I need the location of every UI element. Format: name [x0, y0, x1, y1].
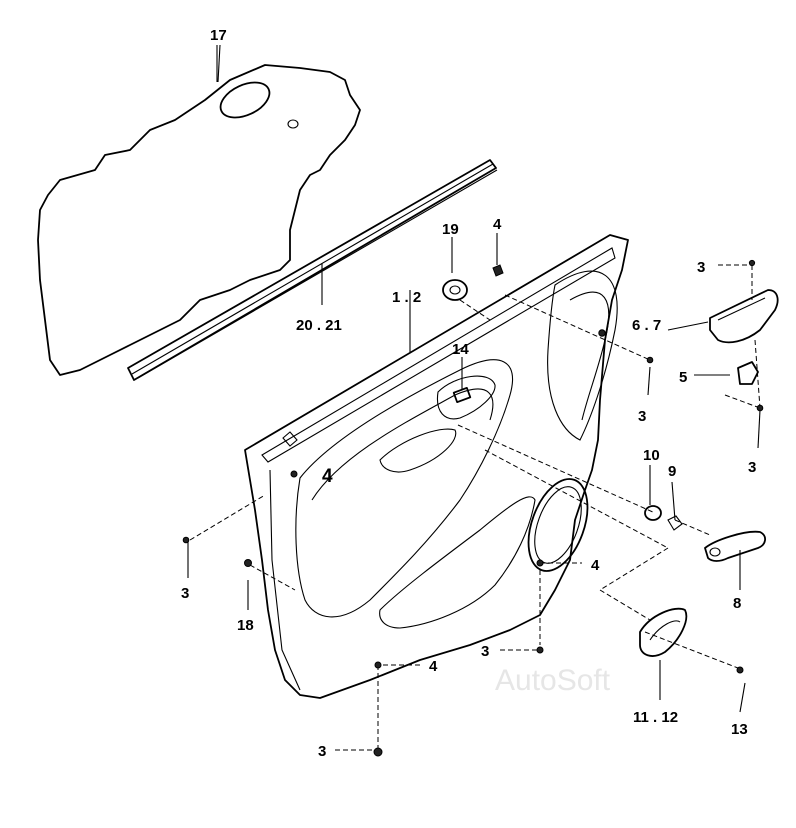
- callout-labels: 17 20 . 21 1 . 2 19 4 14 3 6 . 7 5 3 3 4…: [181, 27, 756, 760]
- callout-20-21: 20 . 21: [296, 317, 342, 334]
- assembly-lines: [187, 44, 761, 751]
- callout-18: 18: [237, 617, 254, 634]
- callout-5: 5: [679, 369, 687, 386]
- callout-3-bottom: 3: [318, 743, 326, 760]
- callout-13: 13: [731, 721, 748, 738]
- callout-11-12: 11 . 12: [633, 709, 678, 726]
- door-handle-bezel-11-12: [639, 607, 688, 657]
- callout-14: 14: [452, 341, 469, 358]
- callout-4-bottom: 4: [429, 658, 438, 675]
- spring-9: [667, 515, 683, 531]
- callout-3-left: 3: [181, 585, 189, 602]
- callout-3-right-b: 3: [748, 459, 756, 476]
- callout-4-top: 4: [493, 216, 502, 233]
- bracket-5: [737, 361, 759, 385]
- screws: [182, 259, 764, 757]
- callout-9: 9: [668, 463, 676, 480]
- callout-3-top-right: 3: [697, 259, 705, 276]
- callout-8: 8: [733, 595, 741, 612]
- callout-17: 17: [210, 27, 227, 44]
- callout-10: 10: [643, 447, 660, 464]
- callout-3-bottom-mid: 3: [481, 643, 489, 660]
- callout-1-2: 1 . 2: [392, 289, 421, 306]
- bushing-10: [644, 505, 662, 521]
- window-crank-8: [704, 530, 766, 562]
- sealing-film-17: [37, 45, 361, 376]
- door-trim-panel-1-2: [244, 234, 629, 699]
- callout-4-speaker: 4: [591, 557, 600, 574]
- callout-6-7: 6 . 7: [632, 317, 661, 334]
- callout-19: 19: [442, 221, 459, 238]
- clip-14: [452, 387, 472, 403]
- callout-4-panel: 4: [322, 466, 333, 487]
- pull-handle-6-7: [709, 289, 779, 344]
- clip-4-top: [492, 264, 504, 277]
- grommet-19: [442, 279, 468, 301]
- weatherstrip-20-21: [127, 159, 498, 381]
- watermark-text: AutoSoft: [495, 664, 611, 697]
- callout-3-right-a: 3: [638, 408, 646, 425]
